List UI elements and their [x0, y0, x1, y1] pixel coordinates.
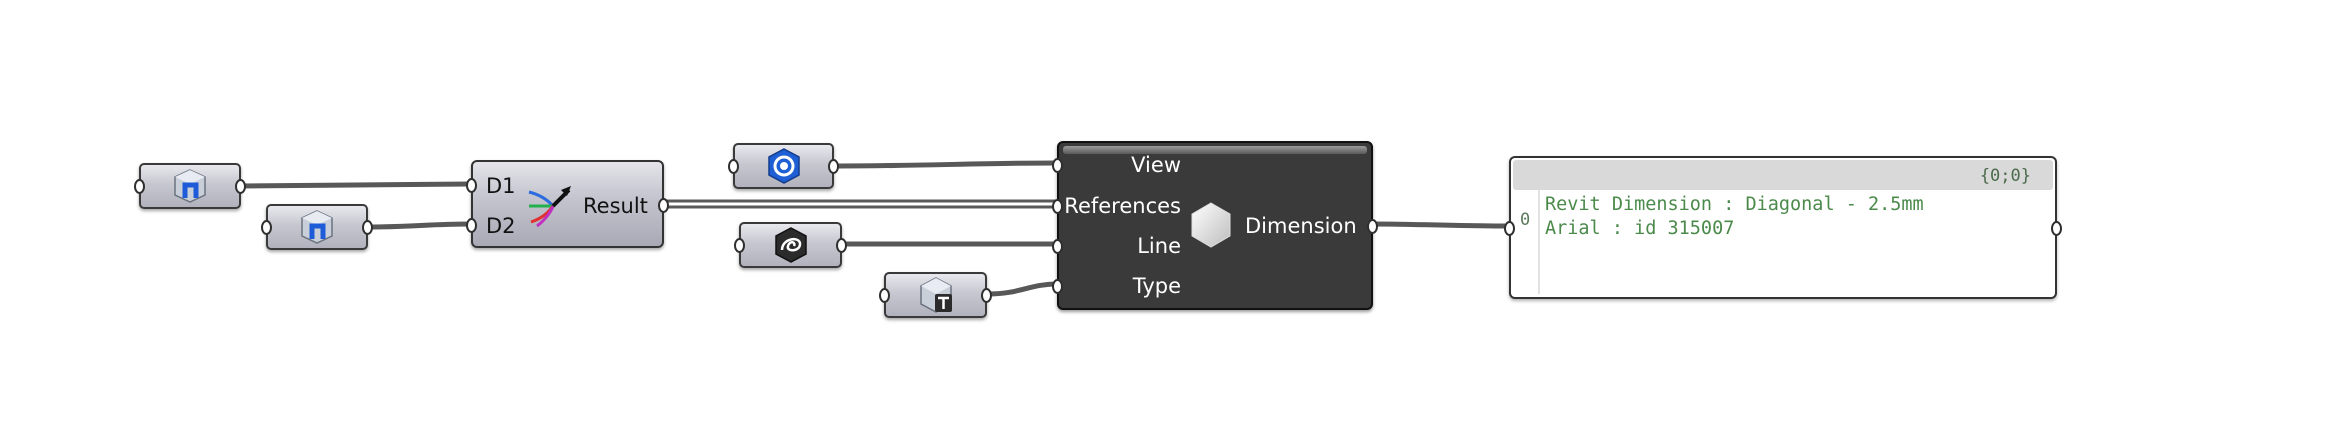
input-port[interactable] [261, 220, 272, 235]
merge-arrows-icon [528, 186, 571, 228]
merge-component[interactable]: D1 D2 Result [466, 160, 669, 248]
input-port-view[interactable] [1052, 158, 1063, 173]
input-label-references: References [1064, 194, 1181, 218]
panel-line-2: Arial : id 315007 [1545, 218, 1735, 239]
input-port-references[interactable] [1052, 199, 1063, 214]
revit-view-icon [767, 148, 800, 184]
output-port[interactable] [828, 159, 839, 174]
revit-element-icon [301, 210, 333, 244]
panel-header: {0;0} [1513, 160, 2053, 190]
data-path: {0;0} [1979, 166, 2031, 186]
curve-param[interactable] [734, 222, 847, 268]
output-port[interactable] [836, 238, 847, 253]
input-port[interactable] [734, 238, 745, 253]
element-param-2[interactable] [261, 204, 373, 250]
text-panel[interactable]: {0;0} 0 Revit Dimension : Diagonal - 2.5… [1504, 156, 2062, 299]
type-param[interactable] [879, 272, 992, 318]
curve-icon [774, 227, 807, 263]
view-param[interactable] [728, 143, 839, 189]
item-index: 0 [1520, 210, 1531, 230]
element-param-1[interactable] [134, 163, 246, 209]
index-gutter [1538, 190, 1540, 294]
input-port[interactable] [134, 179, 145, 194]
component-header-strip [1063, 146, 1367, 154]
input-label-d2: D2 [486, 214, 516, 238]
input-port[interactable] [879, 288, 890, 303]
output-port-dimension[interactable] [1367, 219, 1378, 234]
input-port-line[interactable] [1052, 239, 1063, 254]
revit-element-icon [174, 169, 206, 203]
output-port[interactable] [2051, 221, 2062, 236]
input-label-line: Line [1137, 234, 1181, 258]
output-label-dimension: Dimension [1245, 214, 1357, 238]
input-port[interactable] [728, 159, 739, 174]
output-port[interactable] [362, 220, 373, 235]
input-port[interactable] [1504, 221, 1515, 236]
output-port[interactable] [235, 179, 246, 194]
wire-element1-to-d1 [237, 181, 473, 189]
input-label-view: View [1131, 153, 1181, 177]
revit-type-icon [919, 277, 952, 313]
input-port-type[interactable] [1052, 279, 1063, 294]
input-port-d2[interactable] [466, 218, 477, 233]
wire-type [985, 281, 1060, 297]
input-port-d1[interactable] [466, 178, 477, 193]
panel-line-1: Revit Dimension : Diagonal - 2.5mm [1545, 194, 1924, 215]
input-label-d1: D1 [486, 174, 516, 198]
input-label-type: Type [1132, 274, 1181, 298]
output-port[interactable] [981, 288, 992, 303]
wire-dimension-to-panel [1369, 221, 1512, 229]
output-port-result[interactable] [658, 198, 669, 213]
wire-view [831, 160, 1060, 169]
hexagon-icon [1191, 202, 1231, 248]
dimension-component[interactable]: View References Line Type Dimension [1052, 141, 1378, 310]
wire-element2-to-d2 [363, 221, 473, 230]
output-label-result: Result [583, 194, 648, 218]
